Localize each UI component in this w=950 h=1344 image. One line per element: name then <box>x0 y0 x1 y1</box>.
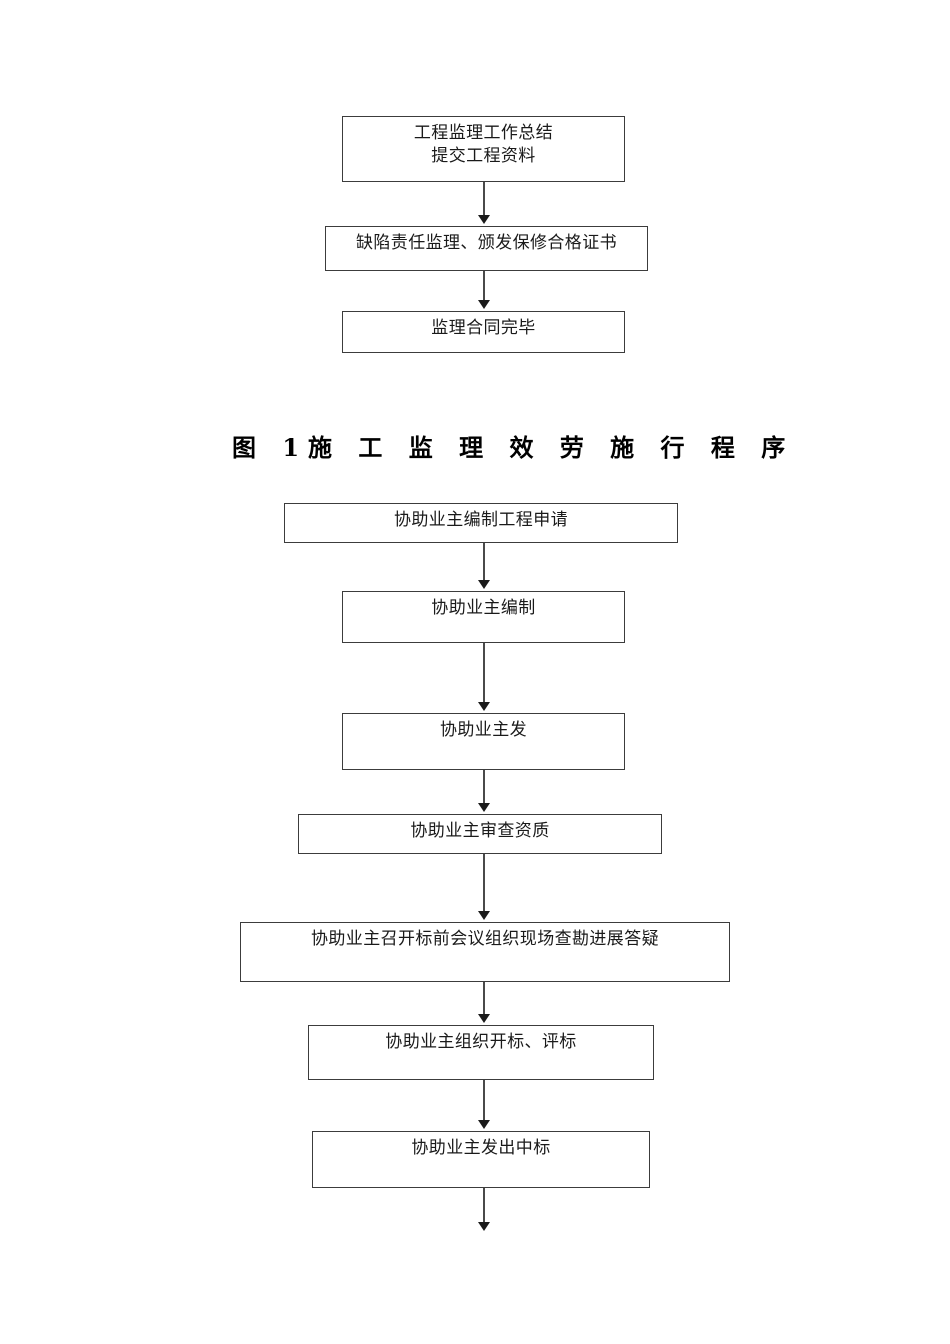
flow-node-bottom-7[interactable]: 协助业主发出中标 <box>312 1131 650 1188</box>
connector-arrow-bottom-7-trailing <box>477 1188 491 1233</box>
flow-node-bottom-4[interactable]: 协助业主审查资质 <box>298 814 662 854</box>
figure-caption: 图 1施 工 监 理 效 劳 施 行 程 序 <box>232 433 795 462</box>
flow-node-top-1[interactable]: 工程监理工作总结 提交工程资料 <box>342 116 625 182</box>
flow-node-bottom-5[interactable]: 协助业主召开标前会议组织现场查勘进展答疑 <box>240 922 730 982</box>
connector-arrow-bottom-5 <box>477 982 491 1025</box>
connector-arrow-top-1 <box>477 182 491 226</box>
connector-arrow-bottom-2 <box>477 643 491 713</box>
connector-arrow-bottom-1 <box>477 543 491 591</box>
connector-arrow-bottom-6 <box>477 1080 491 1131</box>
connector-arrow-bottom-4 <box>477 854 491 922</box>
flow-node-top-3[interactable]: 监理合同完毕 <box>342 311 625 353</box>
flow-node-bottom-2[interactable]: 协助业主编制 <box>342 591 625 643</box>
connector-arrow-bottom-3 <box>477 770 491 814</box>
flow-node-bottom-1[interactable]: 协助业主编制工程申请 <box>284 503 678 543</box>
flow-node-bottom-3[interactable]: 协助业主发 <box>342 713 625 770</box>
flow-node-bottom-6[interactable]: 协助业主组织开标、评标 <box>308 1025 654 1080</box>
flow-node-top-2[interactable]: 缺陷责任监理、颁发保修合格证书 <box>325 226 648 271</box>
connector-arrow-top-2 <box>477 271 491 311</box>
